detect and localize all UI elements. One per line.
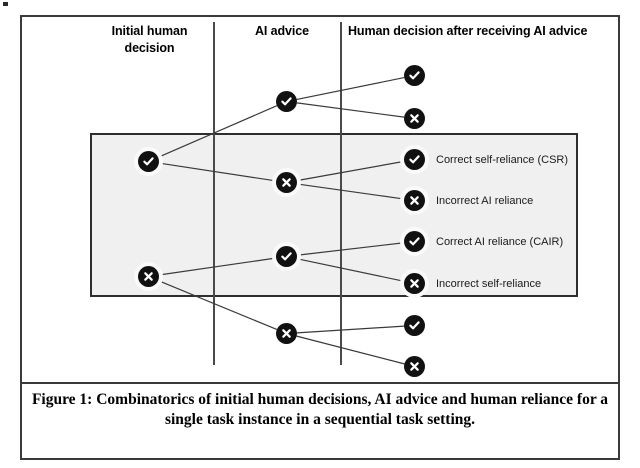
outcome-label-final-6: Incorrect self-reliance xyxy=(436,278,542,290)
edge-advice-incorrect-bottom-to-final-7 xyxy=(296,325,405,334)
node-final-5-check-icon xyxy=(404,231,425,252)
edge-advice-correct-lower-to-final-6 xyxy=(296,258,405,282)
node-final-2-cross-icon xyxy=(404,108,425,129)
edge-initial-incorrect-to-advice-incorrect-bottom xyxy=(157,279,278,331)
shaded-focus-region xyxy=(90,133,578,297)
outcome-label-final-3: Correct self-reliance (CSR) xyxy=(436,154,569,166)
figure-caption: Figure 1: Combinatorics of initial human… xyxy=(31,391,609,429)
node-initial-incorrect-cross-icon xyxy=(138,266,159,287)
node-final-8-cross-icon xyxy=(404,356,425,377)
edge-advice-incorrect-bottom-to-final-8 xyxy=(296,335,405,365)
edge-advice-incorrect-upper-to-final-4 xyxy=(296,183,405,200)
outcome-label-final-5: Correct AI reliance (CAIR) xyxy=(436,236,564,248)
node-advice-incorrect-upper-cross-icon xyxy=(276,172,297,193)
node-advice-correct-top-check-icon xyxy=(276,91,297,112)
scan-artifact-speck xyxy=(3,2,8,6)
edge-advice-correct-lower-to-final-5 xyxy=(296,242,405,256)
diagram-canvas: Initial human decision AI advice Human d… xyxy=(22,17,618,382)
edge-initial-correct-to-advice-correct-top xyxy=(157,105,278,158)
outcome-label-final-4: Incorrect AI reliance xyxy=(436,195,534,207)
column-divider-1 xyxy=(213,22,215,365)
node-advice-incorrect-bottom-cross-icon xyxy=(276,323,297,344)
column-header-initial-human-decision: Initial human decision xyxy=(111,24,188,55)
node-final-1-check-icon xyxy=(404,65,425,86)
column-divider-2 xyxy=(340,22,342,365)
node-initial-correct-check-icon xyxy=(138,151,159,172)
node-advice-correct-lower-check-icon xyxy=(276,246,297,267)
edge-advice-correct-top-to-final-2 xyxy=(296,102,405,118)
edge-layer xyxy=(157,77,405,365)
node-final-7-check-icon xyxy=(404,315,425,336)
node-final-4-cross-icon xyxy=(404,190,425,211)
edge-advice-correct-top-to-final-1 xyxy=(296,77,405,100)
column-header-ai-advice: AI advice xyxy=(255,24,309,38)
node-final-3-check-icon xyxy=(404,149,425,170)
column-header-human-decision-after: Human decision after receiving AI advice xyxy=(348,24,588,38)
caption-divider xyxy=(20,382,620,384)
edge-initial-incorrect-to-advice-correct-lower xyxy=(158,257,277,276)
edge-advice-incorrect-upper-to-final-3 xyxy=(296,160,405,182)
edge-initial-correct-to-advice-incorrect-upper xyxy=(158,162,277,182)
node-final-6-cross-icon xyxy=(404,273,425,294)
